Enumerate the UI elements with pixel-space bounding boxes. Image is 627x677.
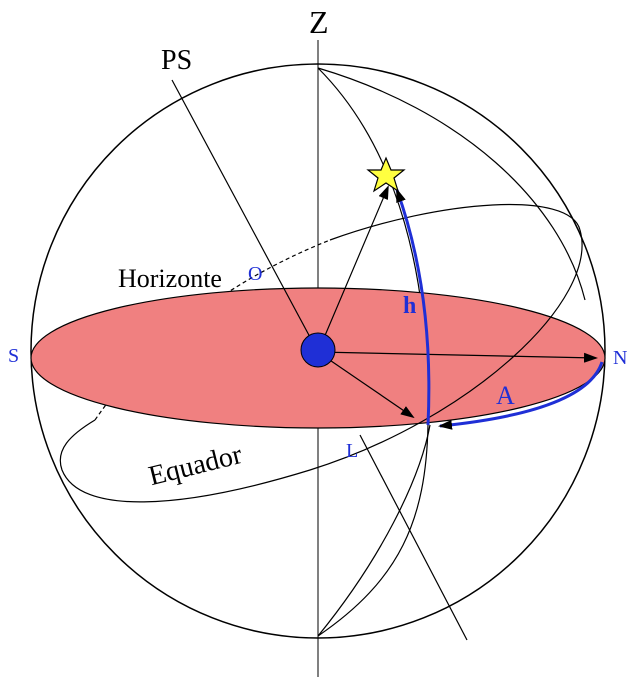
lower-great-circle <box>317 424 431 637</box>
celestial-pole-label: PS <box>161 45 193 76</box>
star-direction-line <box>317 185 389 353</box>
altitude-label: h <box>403 293 417 319</box>
north-direction-arrow <box>317 351 598 363</box>
celestial-equator-front <box>59 204 583 503</box>
zenith-label: Z <box>309 4 329 40</box>
star-projection-arrow <box>317 351 415 419</box>
south-label: S <box>8 345 20 367</box>
vertical-circle-lower <box>359 434 468 641</box>
north-label: N <box>613 347 627 369</box>
observer-dot-icon <box>300 332 336 368</box>
altitude-arc <box>395 188 431 426</box>
azimuth-arc <box>438 361 604 430</box>
azimuth-label: A <box>496 381 515 410</box>
horizon-label: Horizonte <box>118 264 222 293</box>
east-label: L <box>346 440 359 462</box>
west-label: O <box>248 263 263 285</box>
star-icon <box>366 156 406 193</box>
polar-axis <box>171 79 319 353</box>
upper-right-arc <box>317 67 586 301</box>
